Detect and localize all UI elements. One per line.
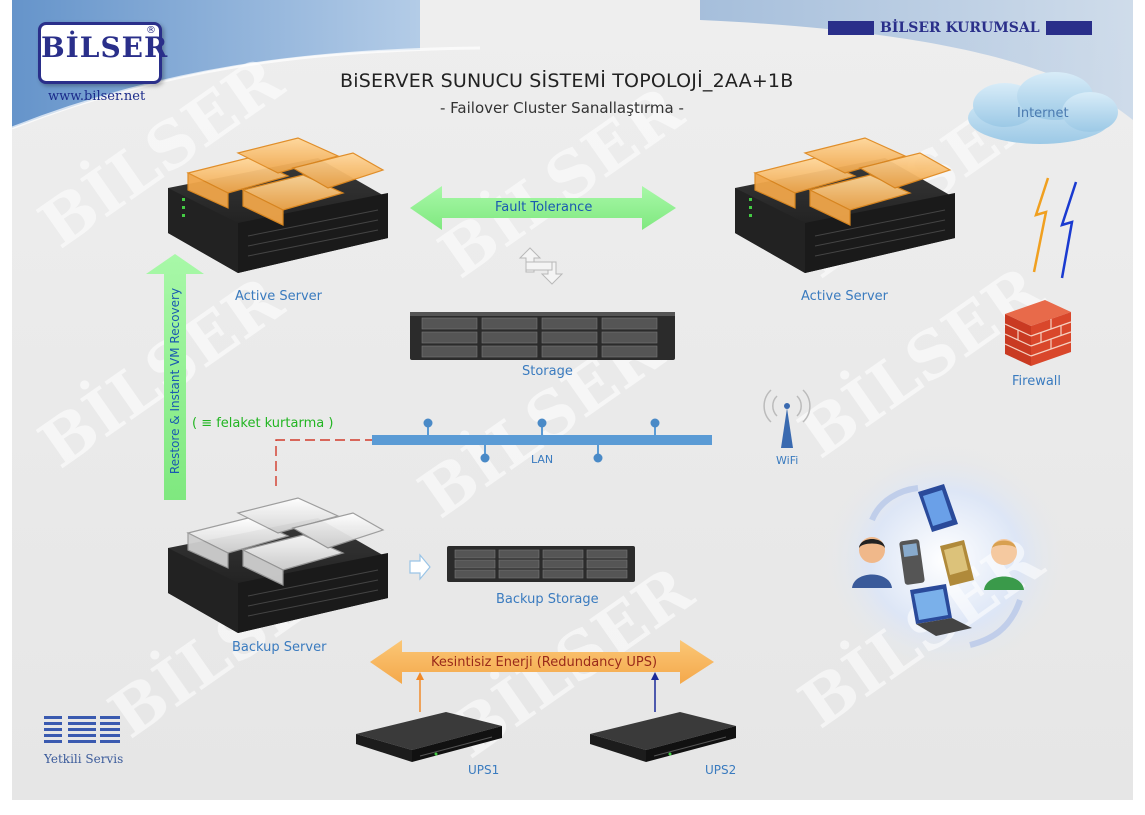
user-left-icon[interactable]	[852, 537, 892, 588]
banner-bar-left	[828, 21, 874, 35]
wifi-icon[interactable]	[763, 389, 811, 448]
ups1-label: UPS1	[468, 763, 500, 777]
banner-bar-right	[1045, 21, 1092, 35]
active-server-left-label: Active Server	[235, 289, 322, 304]
bilser-logo[interactable]: BİLSER ®	[38, 22, 169, 84]
restore-arrow	[146, 254, 204, 500]
page-title: BiSERVER SUNUCU SİSTEMİ TOPOLOJİ_2AA+1B	[340, 70, 794, 92]
pda-gold-icon[interactable]	[940, 540, 974, 586]
backup-server-icon[interactable]	[168, 497, 388, 633]
lan-bus	[372, 418, 712, 463]
ups2-icon[interactable]	[590, 712, 736, 762]
pda-icon[interactable]	[918, 484, 958, 532]
firewall-label: Firewall	[1012, 374, 1062, 389]
backup-server-label: Backup Server	[232, 640, 327, 655]
active-server-right-icon[interactable]	[735, 137, 955, 273]
fault-tolerance-arrow	[410, 186, 676, 230]
logo-text: BİLSER	[41, 31, 169, 64]
logo-registered-mark: ®	[146, 25, 156, 36]
user-right-icon[interactable]	[984, 539, 1024, 590]
authorized-service-label: Yetkili Servis	[44, 752, 124, 766]
backup-storage-label: Backup Storage	[496, 592, 599, 607]
disaster-recovery-link	[275, 439, 372, 486]
ibm-logo[interactable]	[44, 716, 120, 743]
website-link[interactable]: www.bilser.net	[48, 89, 146, 104]
page-subtitle: - Failover Cluster Sanallaştırma -	[440, 99, 684, 117]
corporate-label: BİLSER KURUMSAL	[880, 20, 1040, 36]
ups-redundancy-label: Kesintisiz Enerji (Redundancy UPS)	[431, 655, 658, 670]
disaster-recovery-label: ( ≡ felaket kurtarma )	[192, 416, 334, 431]
firewall-icon[interactable]	[1004, 300, 1072, 366]
fault-tolerance-label: Fault Tolerance	[495, 200, 593, 215]
backup-storage-icon[interactable]	[447, 546, 635, 582]
lightning-icon	[1032, 177, 1078, 279]
sync-arrows-icon	[518, 247, 564, 285]
clients-cluster	[852, 484, 1024, 648]
phone-icon[interactable]	[899, 539, 925, 585]
ups-redundancy-arrow	[370, 640, 714, 712]
ups2-label: UPS2	[705, 763, 737, 777]
ups1-icon[interactable]	[356, 712, 502, 762]
internet-label: Internet	[1017, 106, 1069, 121]
restore-label: Restore & Instant VM Recovery	[168, 287, 182, 475]
storage-icon[interactable]	[410, 312, 675, 360]
wifi-label: WiFi	[776, 454, 799, 467]
active-server-left-icon[interactable]	[168, 137, 388, 273]
storage-label: Storage	[522, 364, 573, 379]
internet-cloud-icon[interactable]	[968, 72, 1118, 144]
laptop-icon[interactable]	[910, 584, 972, 636]
corporate-banner: BİLSER KURUMSAL	[828, 20, 1092, 36]
lan-label: LAN	[531, 453, 554, 466]
backup-flow-arrow	[409, 553, 431, 581]
active-server-right-label: Active Server	[801, 289, 888, 304]
